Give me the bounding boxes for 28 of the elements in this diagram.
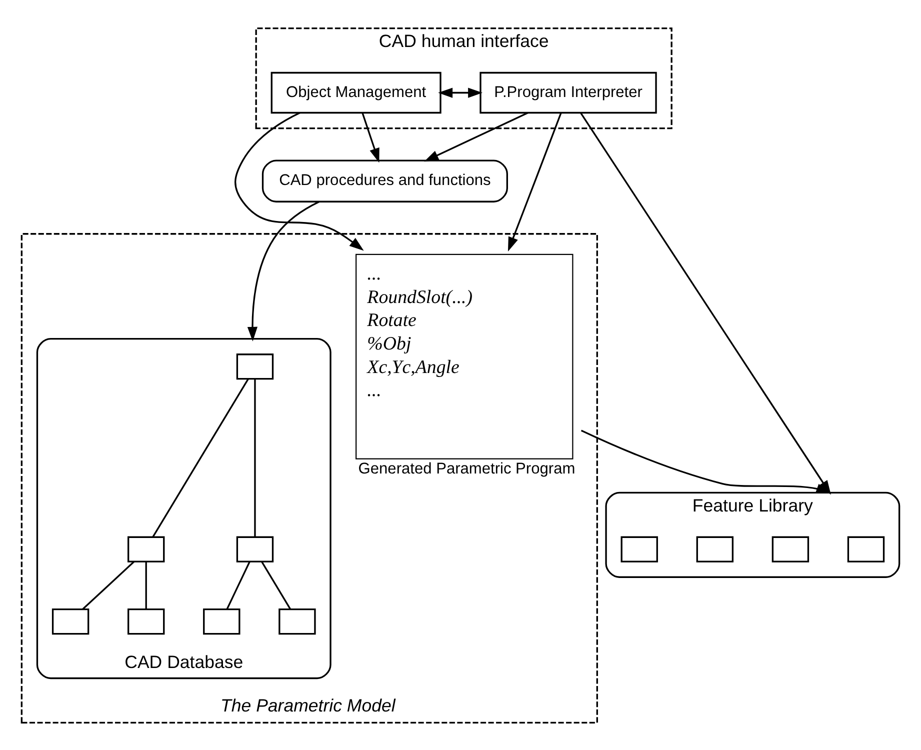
connector [145,561,147,608]
node-box: Object Management [270,71,442,114]
connector [254,378,256,536]
node-box [696,536,734,562]
node-box [236,353,274,380]
connector [226,560,250,609]
cluster: Feature Library [605,491,900,578]
arrow [508,112,562,251]
node-box [236,536,274,562]
node-box [128,608,165,634]
arrow [247,200,320,341]
arrow [438,87,483,98]
connector [82,560,135,610]
node-box: P.Program Interpreter [480,71,657,114]
cluster: CAD Database [36,338,332,679]
connector [261,560,291,609]
node-label: Generated Parametric Program [358,460,576,477]
node-box [772,536,810,562]
node-box [847,536,885,562]
node-box [278,608,316,634]
connector [152,378,249,537]
node-box [203,608,240,634]
node-box: ... RoundSlot(...) Rotate %Obj Xc,Yc,Angle ... [356,253,574,459]
node-box [52,608,90,634]
node-box [128,536,165,562]
node-box [620,536,658,562]
node-box: CAD procedures and functions [262,159,508,202]
arrow [362,112,380,162]
